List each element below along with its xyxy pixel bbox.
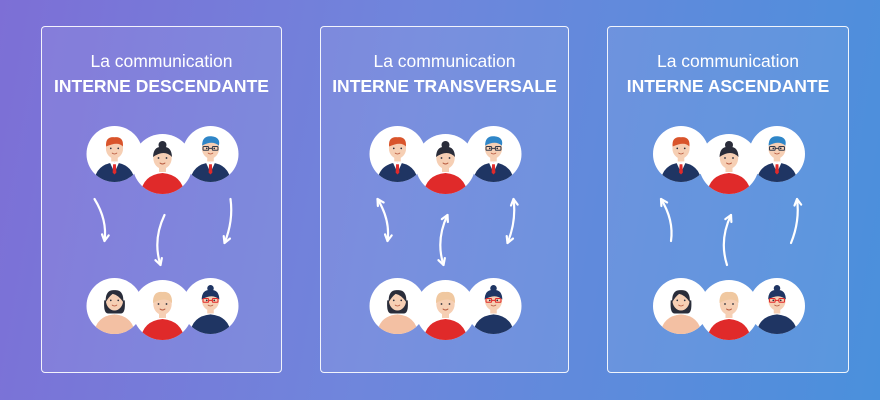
employee-woman-dark-hair-icon bbox=[369, 278, 426, 334]
panel-descendante: La communication INTERNE DESCENDANTE bbox=[41, 26, 282, 373]
top-row-managers bbox=[369, 126, 522, 194]
arrows-down bbox=[93, 197, 233, 267]
manager-blue-hair-glasses-icon bbox=[749, 126, 805, 182]
manager-orange-hair-icon bbox=[369, 126, 426, 182]
manager-woman-red-icon bbox=[132, 134, 193, 194]
employee-woman-glasses-icon bbox=[749, 278, 805, 334]
manager-orange-hair-icon bbox=[86, 126, 143, 182]
manager-blue-hair-glasses-icon bbox=[182, 126, 239, 182]
bottom-row-employees bbox=[86, 278, 239, 340]
top-row-managers bbox=[653, 126, 805, 194]
title-line-1: La communication bbox=[90, 51, 233, 71]
arrows-up bbox=[659, 197, 803, 267]
bottom-row-employees bbox=[369, 278, 522, 340]
title-line-2: INTERNE DESCENDANTE bbox=[54, 76, 269, 96]
top-row-managers bbox=[86, 126, 239, 194]
employee-woman-dark-hair-icon bbox=[86, 278, 143, 334]
panel-transversale: La communication INTERNE TRANSVERSALE bbox=[320, 26, 569, 373]
title-line-2: INTERNE TRANSVERSALE bbox=[332, 76, 557, 96]
manager-woman-red-icon bbox=[415, 134, 476, 194]
manager-blue-hair-glasses-icon bbox=[465, 126, 522, 182]
bottom-row-employees bbox=[653, 278, 805, 340]
manager-woman-red-icon bbox=[699, 134, 759, 194]
panel-ascendante: La communication INTERNE ASCENDANTE bbox=[607, 26, 849, 373]
title-line-2: INTERNE ASCENDANTE bbox=[626, 76, 830, 96]
employee-woman-glasses-icon bbox=[182, 278, 239, 334]
employee-blond-man-icon bbox=[132, 280, 193, 340]
title-line-1: La communication bbox=[373, 51, 516, 71]
arrows-bidirectional bbox=[376, 197, 519, 267]
panel-title: La communication INTERNE TRANSVERSALE bbox=[321, 49, 568, 99]
title-line-1: La communication bbox=[656, 51, 800, 71]
hierarchy-illustration bbox=[653, 126, 805, 340]
hierarchy-illustration bbox=[86, 126, 239, 340]
employee-blond-man-icon bbox=[415, 280, 476, 340]
manager-orange-hair-icon bbox=[653, 126, 709, 182]
panel-title: La communication INTERNE DESCENDANTE bbox=[42, 49, 281, 99]
employee-woman-dark-hair-icon bbox=[653, 278, 709, 334]
employee-woman-glasses-icon bbox=[465, 278, 522, 334]
employee-blond-man-icon bbox=[699, 280, 759, 340]
hierarchy-illustration bbox=[369, 126, 522, 340]
panel-title: La communication INTERNE ASCENDANTE bbox=[608, 49, 848, 99]
